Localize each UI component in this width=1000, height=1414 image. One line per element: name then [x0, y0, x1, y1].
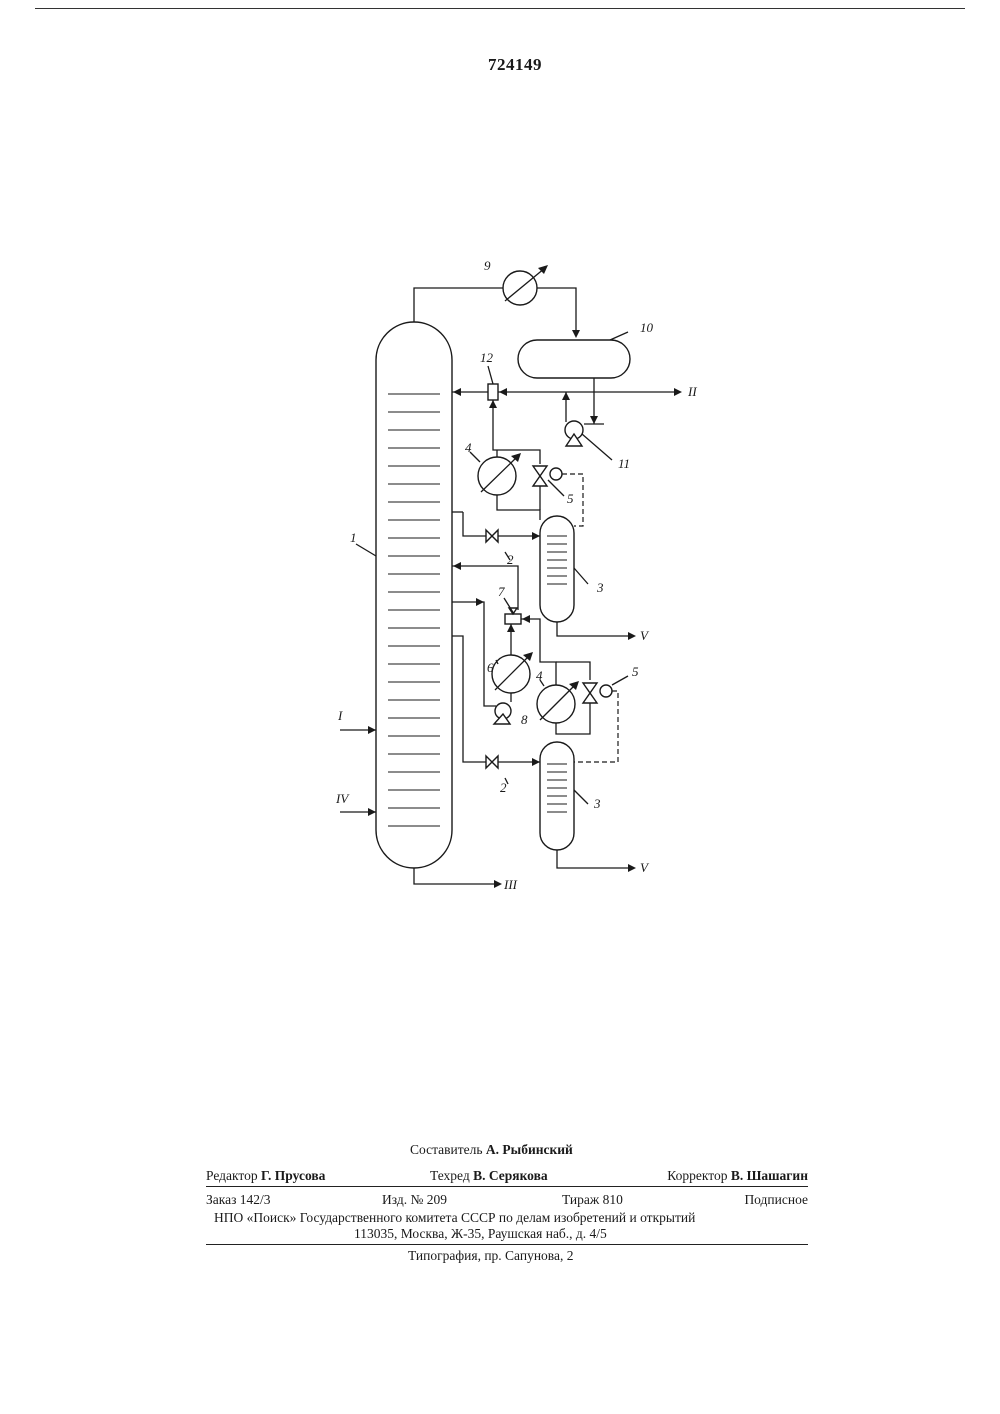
condensate-line [537, 288, 576, 336]
upper-bottoms-arrowhead [628, 632, 636, 640]
upper-return-arrowhead [453, 562, 461, 570]
label-3-lower: 3 [593, 796, 601, 811]
feed-I-arrowhead [368, 726, 376, 734]
reflux-arrowhead [453, 388, 461, 396]
distillation-column [376, 322, 452, 868]
compiler-label: Составитель [410, 1142, 483, 1157]
leader-1 [356, 544, 376, 556]
leader-5-upper [548, 480, 564, 496]
editor-label: Редактор [206, 1168, 258, 1183]
label-4-lower: 4 [536, 668, 543, 683]
label-12: 12 [480, 350, 494, 365]
compiler-line: Составитель А. Рыбинский [410, 1142, 573, 1158]
valve-2-lower [486, 756, 498, 768]
valve-2-upper [486, 530, 498, 542]
label-5-upper: 5 [567, 491, 574, 506]
leader-3-upper [574, 568, 588, 584]
upper-feed-arrowhead [532, 532, 540, 540]
lower-bottoms-arrowhead [628, 864, 636, 872]
techred-label: Техред [430, 1168, 470, 1183]
corrector-name: В. Шашагин [731, 1168, 808, 1183]
label-4-upper: 4 [465, 440, 472, 455]
arrow-up-to-12 [489, 400, 497, 408]
bottoms-arrowhead [494, 880, 502, 888]
publisher-line: НПО «Поиск» Государственного комитета СС… [214, 1210, 695, 1226]
address-line: 113035, Москва, Ж-35, Раушская наб., д. … [354, 1226, 607, 1242]
stream-IV: IV [335, 791, 350, 806]
lower-feed-arrowhead [532, 758, 540, 766]
lower-bottoms-line [557, 850, 628, 868]
pump-11-discharge-arrowhead [562, 392, 570, 400]
valve-5-lower-top [583, 683, 597, 693]
colophon-rule-bottom [206, 1244, 808, 1245]
stream-III: III [503, 877, 518, 892]
feed-IV-arrowhead [368, 808, 376, 816]
side-stripper-3-upper [540, 516, 574, 622]
stream-II: II [687, 384, 697, 399]
techred-line: Техред В. Серякова [430, 1168, 548, 1184]
label-8: 8 [521, 712, 528, 727]
editor-name: Г. Прусова [261, 1168, 325, 1183]
edition-number: Изд. № 209 [382, 1192, 447, 1208]
leader-5-lower [612, 676, 628, 685]
distillate-arrowhead [674, 388, 682, 396]
process-flow-diagram: 1 2 2 3 3 4 4 5 5 6 7 8 9 10 11 12 I II … [0, 0, 1000, 1000]
lower-drawoff-line [452, 636, 486, 762]
label-2-upper: 2 [507, 552, 514, 567]
mixer-12 [488, 384, 498, 400]
leader-12 [488, 366, 493, 384]
leader-11 [582, 434, 612, 460]
mixer-7 [505, 614, 521, 624]
label-2-lower: 2 [500, 780, 507, 795]
arrow-up-to-7 [507, 624, 515, 632]
leader-7 [504, 598, 514, 614]
corrector-label: Корректор [667, 1168, 727, 1183]
order-number: Заказ 142/3 [206, 1192, 271, 1208]
arrow-into-mixer-7 [522, 615, 530, 623]
arrow-into-mixer-12 [499, 388, 507, 396]
stream-V-upper: V [640, 628, 650, 643]
valve-5-lower-actuator [600, 685, 612, 697]
label-9: 9 [484, 258, 491, 273]
colophon-rule-top [206, 1186, 808, 1187]
pumparound-drawoff [452, 602, 496, 706]
stream-I: I [337, 708, 343, 723]
leader-3-lower [574, 790, 588, 804]
drum-outlet-arrowhead [590, 416, 598, 424]
label-5-lower: 5 [632, 664, 639, 679]
label-3-upper: 3 [596, 580, 604, 595]
subscription-note: Подписное [744, 1192, 808, 1208]
corrector-line: Корректор В. Шашагин [667, 1168, 808, 1184]
reflux-drum-10 [518, 340, 630, 378]
print-run: Тираж 810 [562, 1192, 623, 1208]
bottoms-line [414, 868, 494, 884]
valve-5-upper-bottom [533, 476, 547, 486]
printing-house: Типография, пр. Сапунова, 2 [408, 1248, 574, 1264]
label-6: 6 [487, 660, 494, 675]
valve-5-upper-top [533, 466, 547, 476]
leader-10 [610, 332, 628, 340]
compiler-name: А. Рыбинский [486, 1142, 573, 1157]
valve-5-lower-bottom [583, 693, 597, 703]
hx-4-upper-return [497, 495, 540, 520]
arrow-to-drum [572, 330, 580, 338]
upper-bottoms-line [557, 622, 628, 636]
overhead-vapor-line [414, 288, 503, 322]
leader-4-upper [470, 452, 480, 462]
pumparound-drawoff-arrowhead [476, 598, 484, 606]
valve-5-upper-actuator [550, 468, 562, 480]
techred-name: В. Серякова [473, 1168, 548, 1183]
stream-V-lower: V [640, 860, 650, 875]
editor-line: Редактор Г. Прусова [206, 1168, 325, 1184]
label-1: 1 [350, 530, 357, 545]
label-10: 10 [640, 320, 654, 335]
upper-drawoff-line [463, 512, 486, 536]
lower-valve-bypass [556, 662, 590, 680]
label-7: 7 [498, 584, 505, 599]
label-11: 11 [618, 456, 630, 471]
